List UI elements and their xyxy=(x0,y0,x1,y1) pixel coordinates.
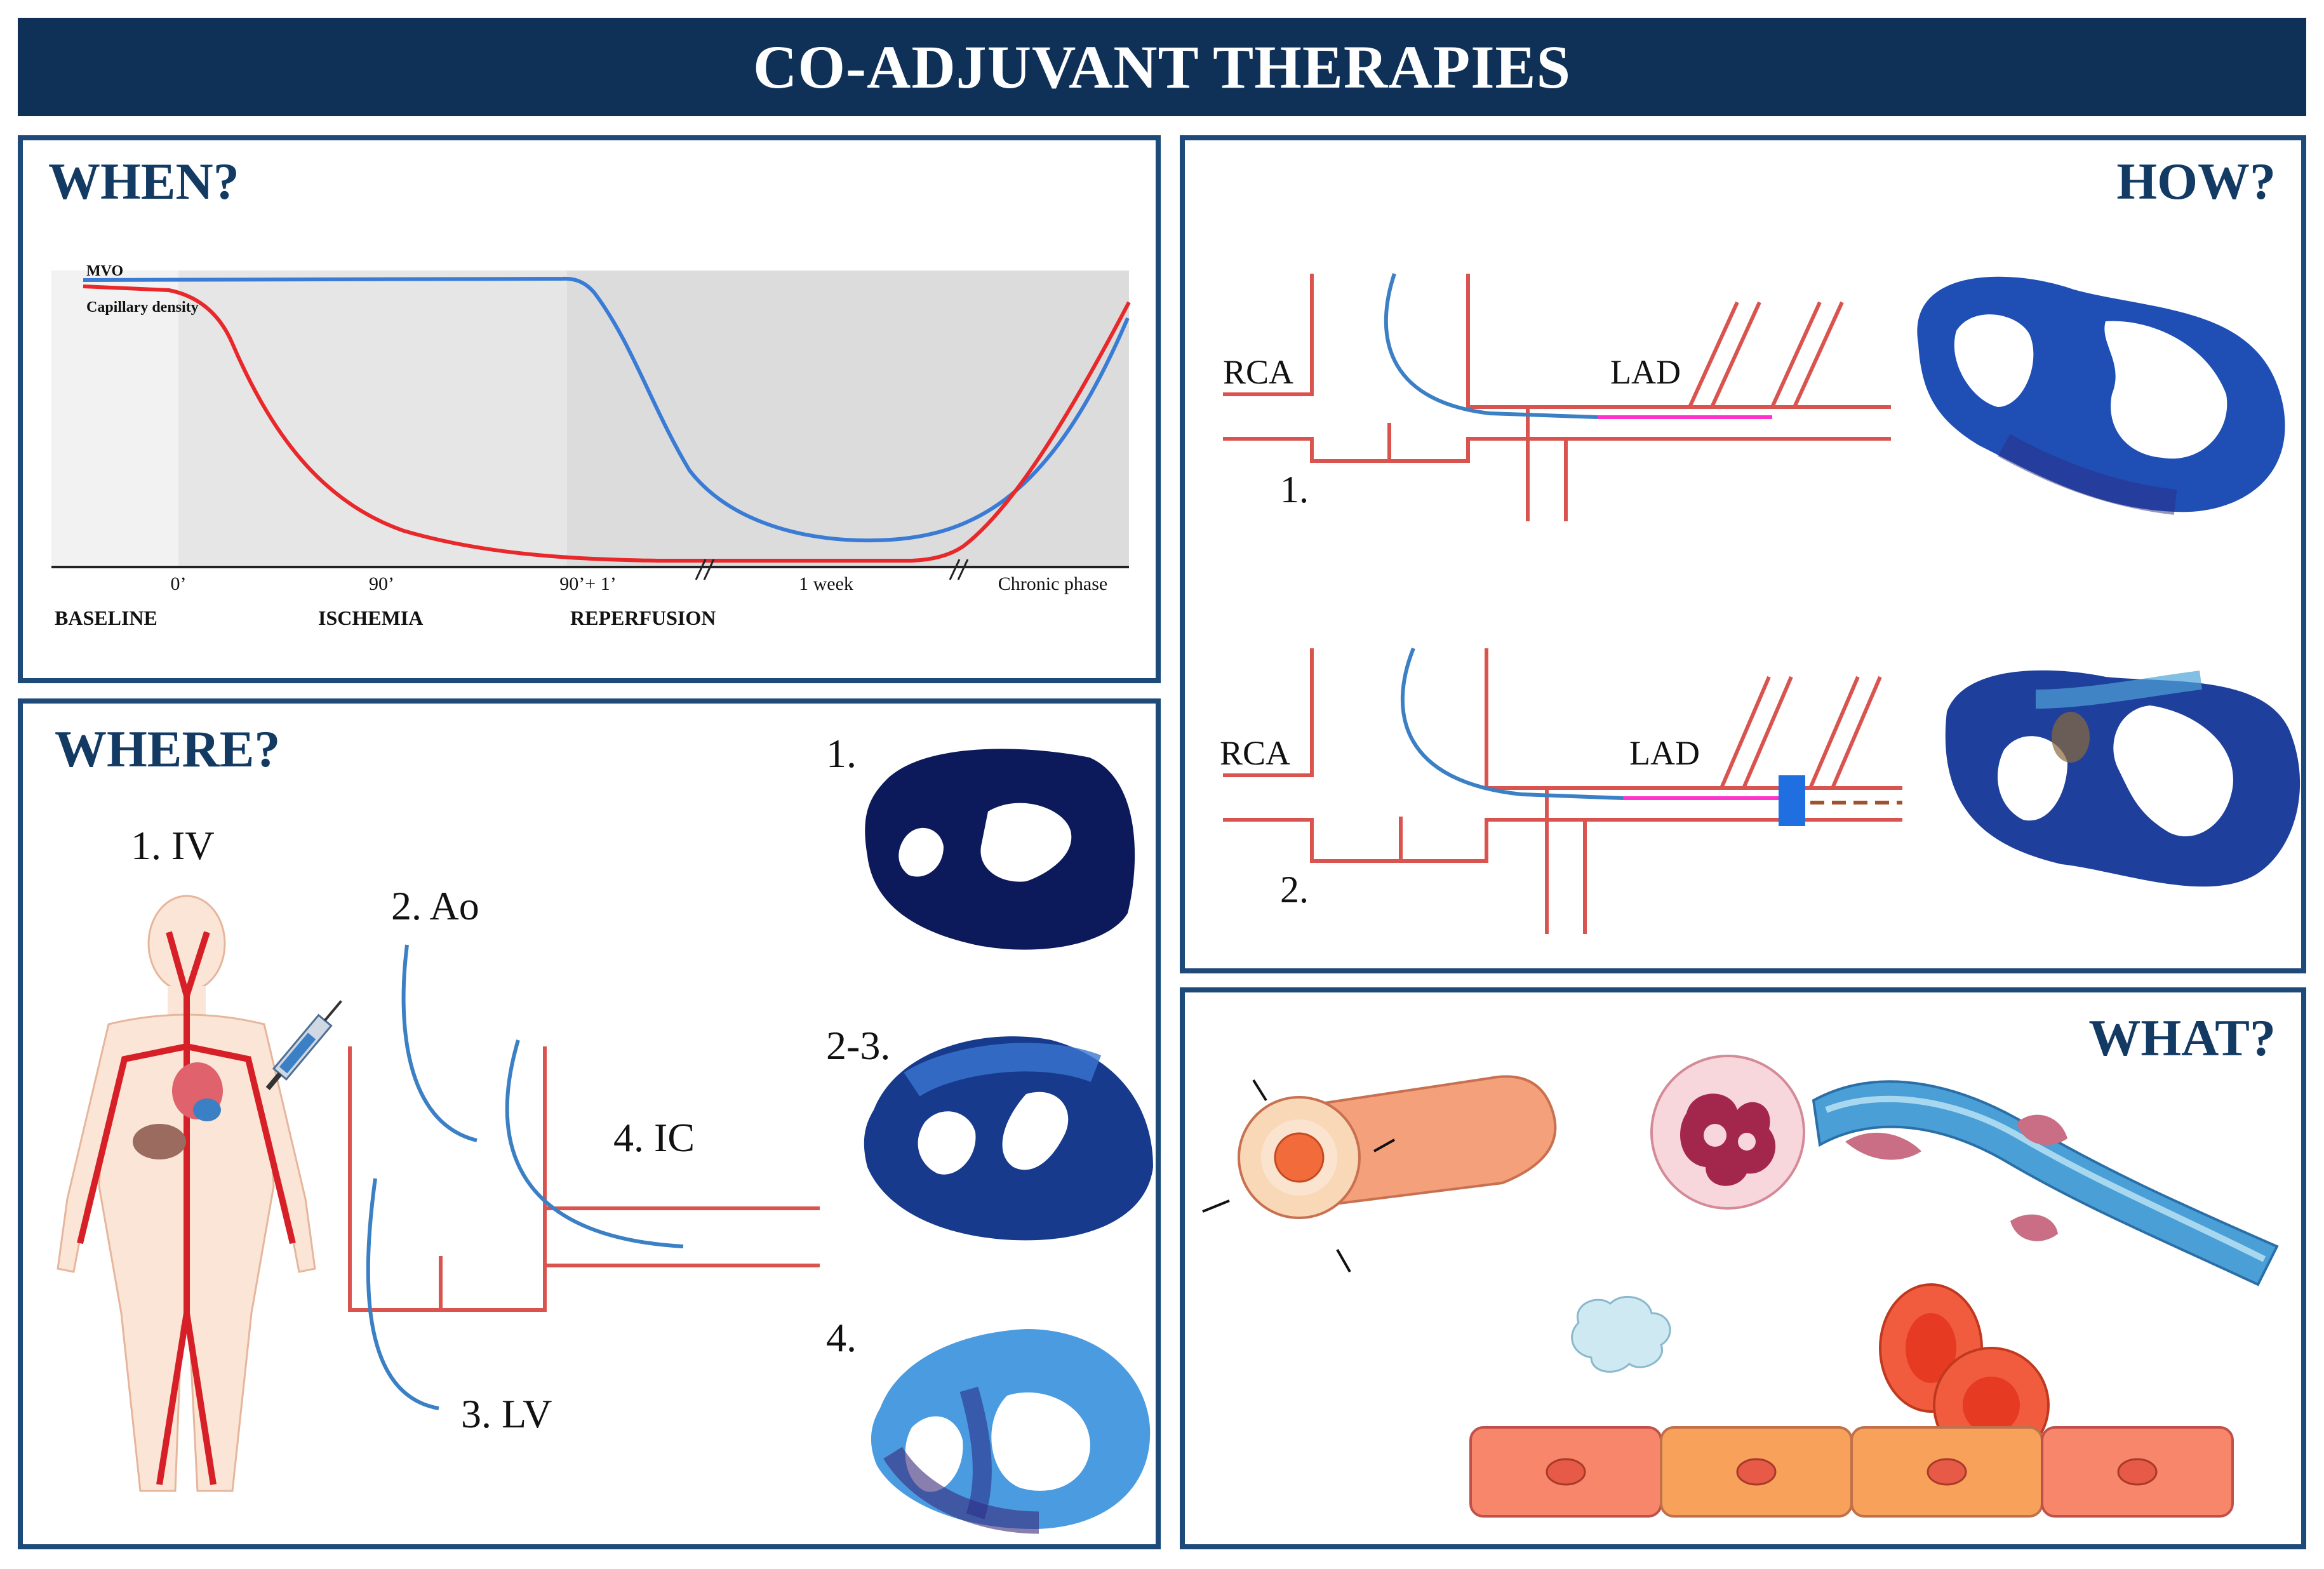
what-title: WHAT? xyxy=(2088,1009,2276,1067)
what-diagram xyxy=(1202,1055,2279,1518)
tick-label-1-week: 1 week xyxy=(799,573,853,594)
phase-ischemia: ISCHEMIA xyxy=(318,606,423,629)
where-diagram: 1. IV 2. Ao 4. IC 3. LV 1. 2-3. 4. xyxy=(57,731,1153,1534)
syringe-icon xyxy=(265,1000,342,1090)
coronary-tree-2 xyxy=(1223,648,1902,934)
slice-label-2-3: 2-3. xyxy=(826,1023,890,1068)
axis-break-2 xyxy=(949,559,969,580)
where-panel: WHERE? 1. IV 2. Ao 4. IC 3. LV xyxy=(18,698,1161,1549)
how-diagram: RCA LAD 1. RCA LAD 2. xyxy=(1220,273,2301,934)
tick-label-0: 0’ xyxy=(171,573,187,594)
route-iv-label: 1. IV xyxy=(131,823,215,868)
when-title: WHEN? xyxy=(48,152,239,210)
panel-number-2: 2. xyxy=(1280,869,1309,911)
coronary-tree-1 xyxy=(1223,274,1891,521)
tick-label-90-1: 90’+ 1’ xyxy=(559,573,616,594)
blood-vessel-icon xyxy=(1812,1080,2279,1286)
baseline-phase-shading xyxy=(51,270,178,567)
when-timeline-chart: MVO Capillary density 0’ 90’ 90’+ 1’ 1 w… xyxy=(51,263,1131,629)
lad-label-1: LAD xyxy=(1610,353,1681,391)
how-panel: HOW? RCA LAD 1. xyxy=(1180,135,2306,973)
catheter-ao xyxy=(401,944,477,1142)
slice-label-1: 1. xyxy=(826,731,857,776)
endothelial-cell-icon xyxy=(1469,1426,2234,1518)
banner-title: CO-ADJUVANT THERAPIES xyxy=(753,33,1571,101)
platelet-icon xyxy=(1571,1295,1671,1373)
heart-slice-icon xyxy=(871,1329,1151,1534)
axis-break-1 xyxy=(695,559,715,580)
catheter-lv xyxy=(366,1178,439,1410)
when-panel: WHEN? MVO Capillary density 0’ 90’ 90’+ … xyxy=(18,135,1161,683)
how-title: HOW? xyxy=(2116,152,2276,210)
guide-catheter-2 xyxy=(1400,647,1624,800)
neutrophil-icon xyxy=(1650,1055,1805,1210)
phase-reperfusion: REPERFUSION xyxy=(570,606,716,629)
catheter-ic xyxy=(505,1039,684,1248)
artery-icon xyxy=(1202,1075,1557,1272)
phase-baseline: BASELINE xyxy=(55,606,157,629)
heart-slice-icon xyxy=(865,749,1135,950)
route-lv-label: 3. LV xyxy=(461,1391,552,1436)
mvo-legend: MVO xyxy=(86,263,123,279)
capillary-legend: Capillary density xyxy=(86,299,199,316)
lad-label-2: LAD xyxy=(1629,734,1700,772)
ischemia-phase-shading xyxy=(178,270,567,567)
heart-slice-icon xyxy=(1945,670,2301,887)
human-body-icon xyxy=(57,895,316,1492)
slice-label-4: 4. xyxy=(826,1315,857,1360)
what-panel: WHAT? xyxy=(1180,987,2306,1549)
rca-label-2: RCA xyxy=(1220,734,1290,772)
route-ic-label: 4. IC xyxy=(613,1115,695,1160)
panel-number-1: 1. xyxy=(1280,469,1309,511)
guide-catheter-1 xyxy=(1384,273,1598,419)
tick-label-90: 90’ xyxy=(369,573,394,594)
reperfusion-phase-shading xyxy=(567,270,1129,567)
route-ao-label: 2. Ao xyxy=(391,883,479,928)
heart-slice-icon xyxy=(864,1036,1153,1241)
title-banner: CO-ADJUVANT THERAPIES xyxy=(18,18,2306,116)
where-title: WHERE? xyxy=(55,720,281,778)
rca-label-1: RCA xyxy=(1223,353,1293,391)
balloon-occlusion xyxy=(1779,775,1805,826)
coronary-schema xyxy=(348,1046,820,1312)
heart-slice-icon xyxy=(1917,276,2285,515)
tick-label-chronic: Chronic phase xyxy=(998,573,1107,594)
capillary-density-curve xyxy=(83,284,1131,563)
